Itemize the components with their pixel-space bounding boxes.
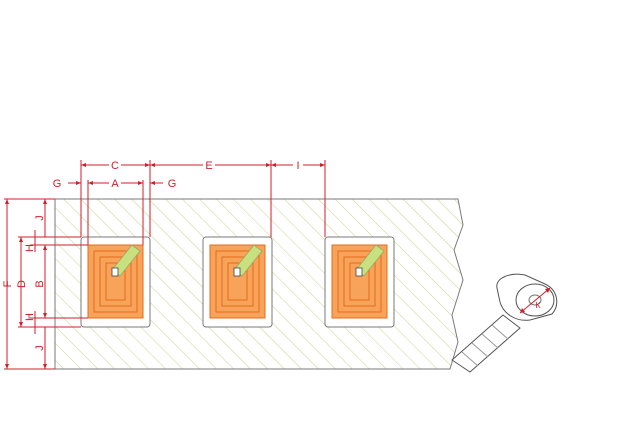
dimension-lines-horizontal	[68, 160, 326, 245]
dim-label-h-bottom: H	[24, 313, 36, 321]
dim-label-g-left: G	[53, 178, 62, 190]
dim-label-g-right: G	[168, 178, 177, 190]
dimension-lines-vertical	[4, 198, 88, 370]
dim-label-k: K	[535, 301, 541, 310]
dim-label-b: B	[34, 280, 46, 287]
dim-label-i: I	[296, 160, 299, 172]
dim-label-a: A	[111, 178, 119, 190]
dim-label-c: C	[111, 160, 119, 172]
dim-label-f: F	[2, 280, 14, 287]
dim-label-j-bottom: J	[34, 345, 46, 351]
dim-label-d: D	[16, 280, 28, 288]
dim-label-j-top: J	[34, 215, 46, 221]
rfid-tag-1	[80, 236, 151, 328]
rfid-tag-2	[202, 236, 273, 328]
rfid-tag-3	[324, 236, 395, 328]
dimension-labels: C E I A G G F D B J J H H	[2, 158, 303, 351]
dim-label-e: E	[205, 160, 212, 172]
label-roll-icon: K	[451, 273, 558, 373]
dim-label-h-top: H	[24, 244, 36, 252]
